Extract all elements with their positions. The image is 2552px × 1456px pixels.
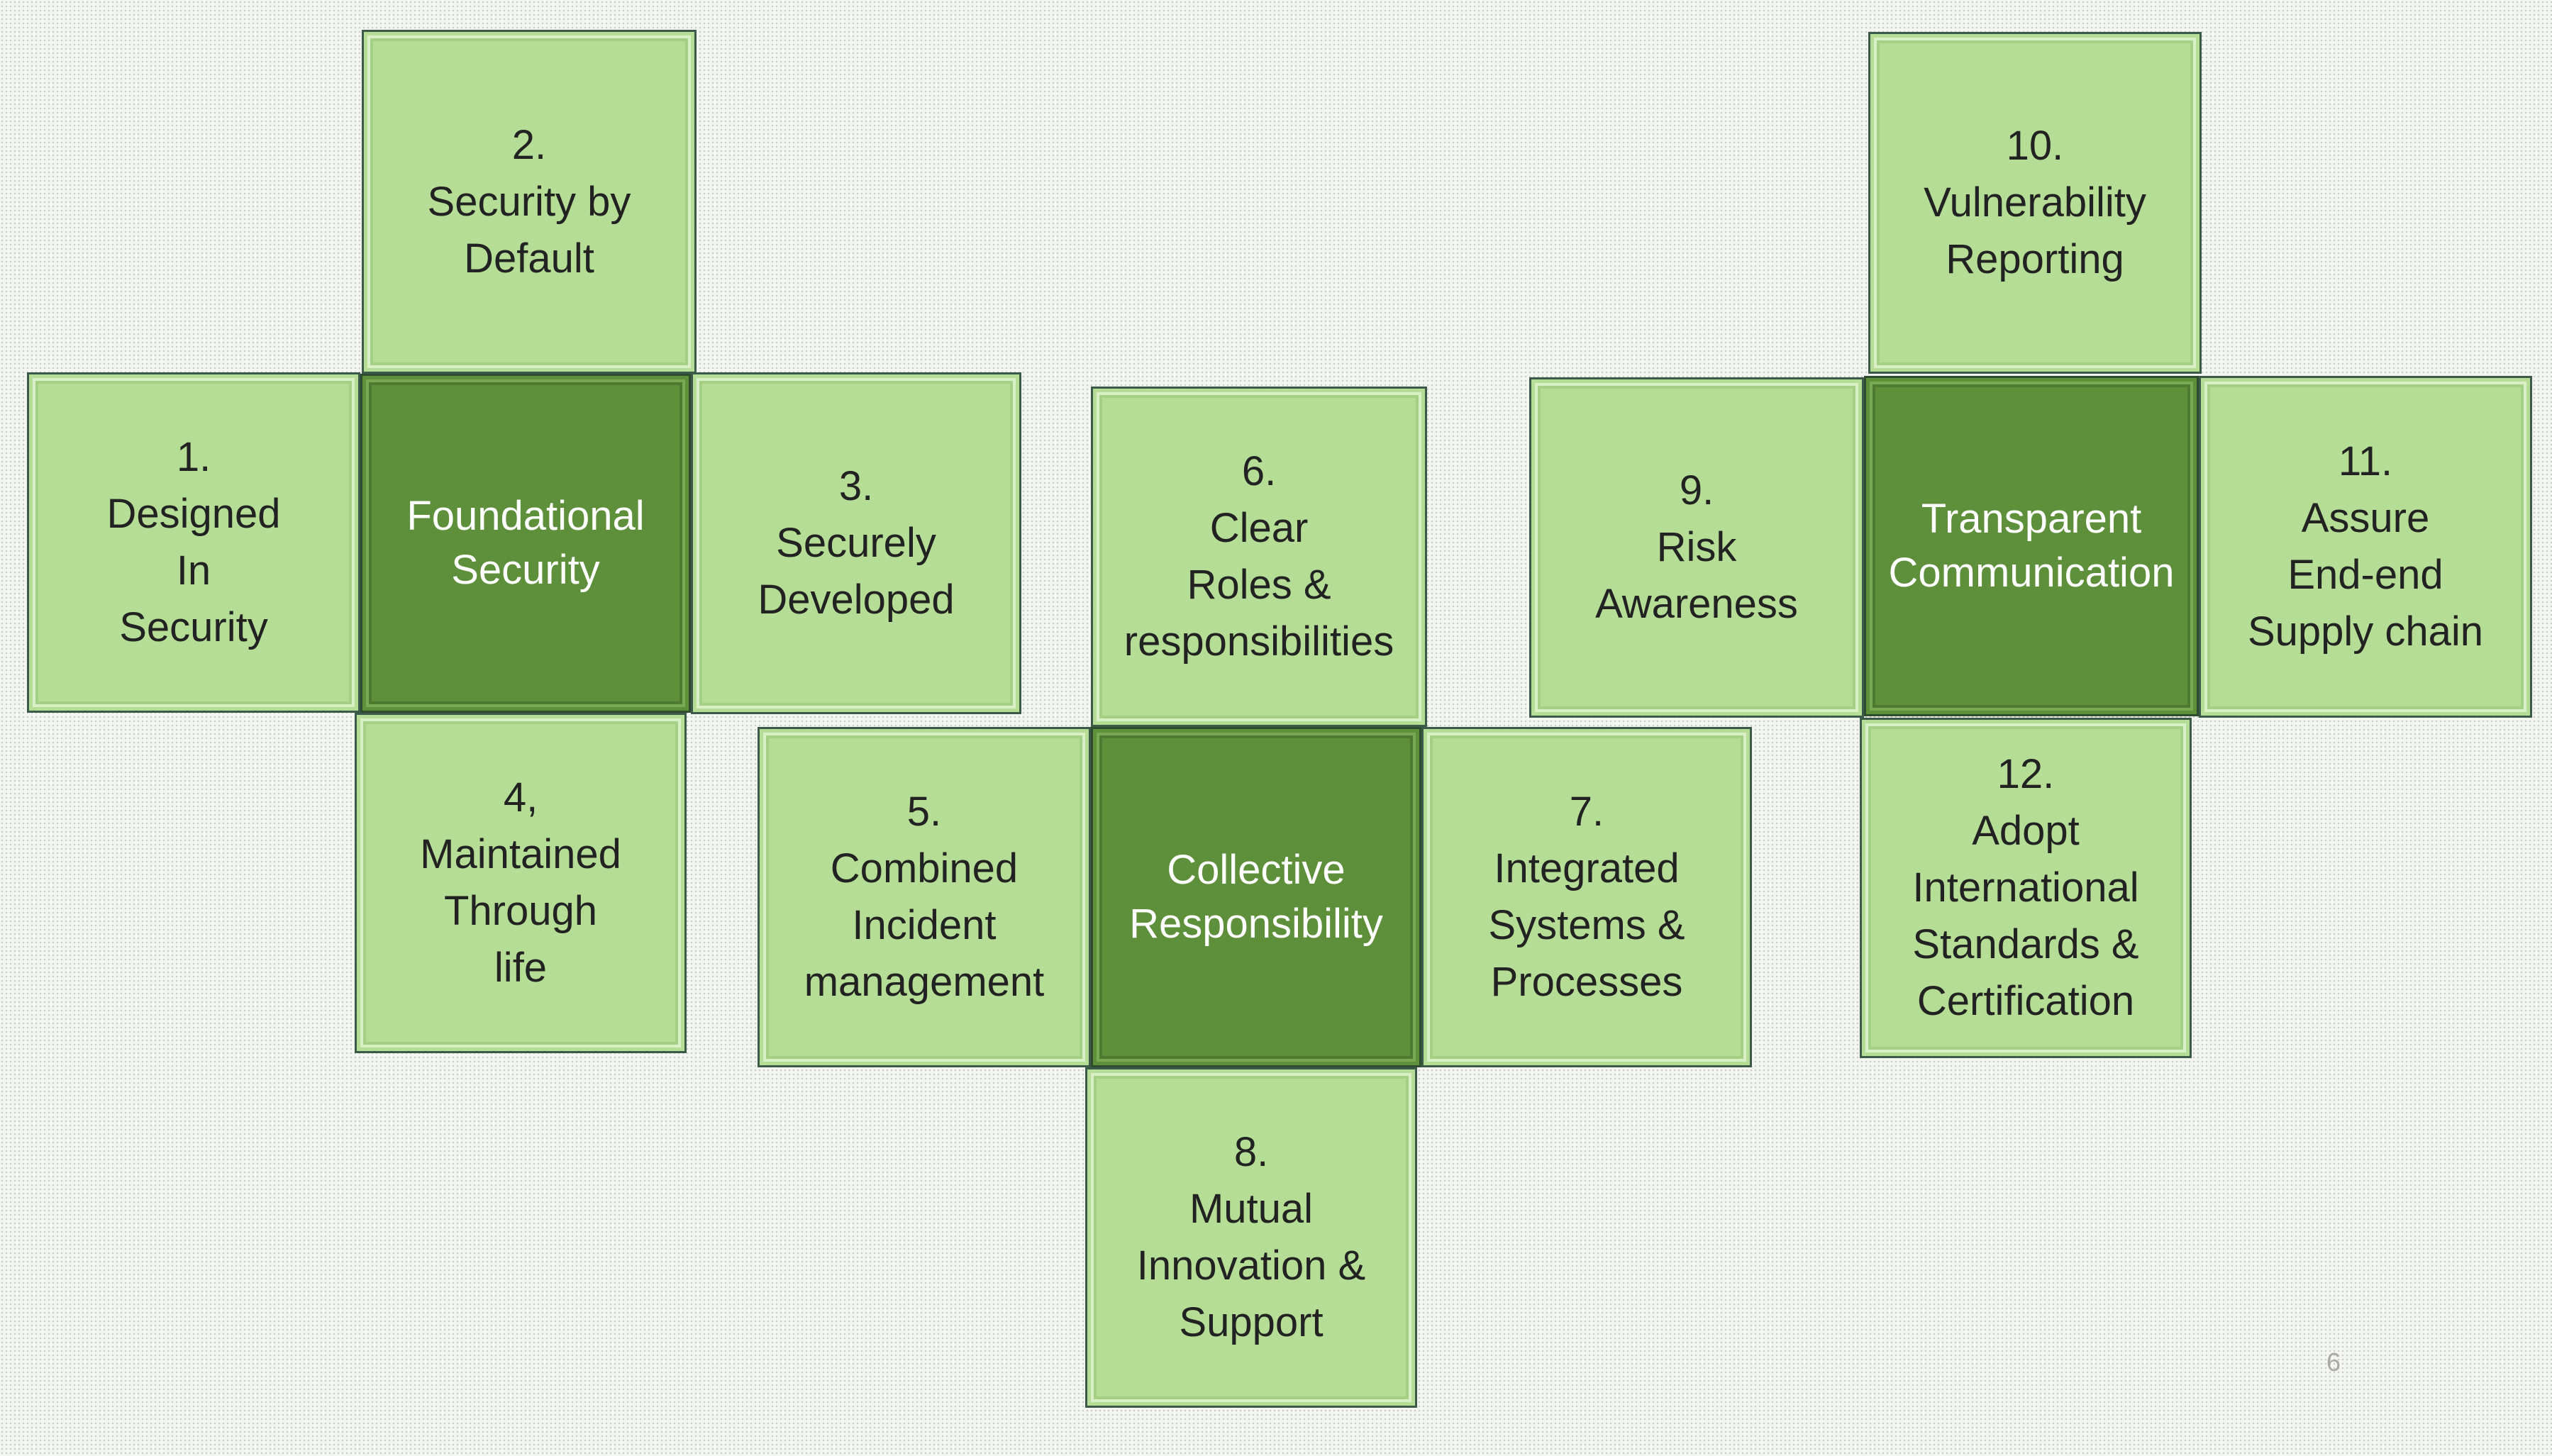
principle-label-2: 2. Security by Default — [427, 121, 631, 282]
core-label-foundational-security: Foundational Security — [406, 493, 645, 593]
principle-tile-1: 1. Designed In Security — [27, 372, 360, 713]
page-number: 6 — [2326, 1347, 2341, 1377]
principle-tile-7: 7. Integrated Systems & Processes — [1421, 727, 1752, 1067]
principle-label-1: 1. Designed In Security — [106, 434, 281, 650]
principle-tile-5: 5. Combined Incident management — [758, 727, 1091, 1067]
principle-label-10: 10. Vulnerability Reporting — [1924, 123, 2146, 282]
principle-label-8: 8. Mutual Innovation & Support — [1136, 1129, 1366, 1345]
core-tile-foundational-security: Foundational Security — [360, 374, 691, 713]
principle-tile-4: 4, Maintained Through life — [355, 713, 687, 1053]
principle-label-7: 7. Integrated Systems & Processes — [1488, 789, 1685, 1005]
principle-tile-8: 8. Mutual Innovation & Support — [1085, 1067, 1417, 1408]
principle-tile-9: 9. Risk Awareness — [1529, 377, 1864, 718]
principle-label-9: 9. Risk Awareness — [1595, 467, 1798, 627]
principle-tile-11: 11. Assure End-end Supply chain — [2199, 376, 2532, 718]
principle-label-12: 12. Adopt International Standards & Cert… — [1912, 751, 2139, 1024]
core-tile-collective-responsibility: Collective Responsibility — [1091, 727, 1421, 1067]
principle-tile-6: 6. Clear Roles & responsibilities — [1091, 387, 1427, 727]
core-label-transparent-communication: Transparent Communication — [1888, 496, 2175, 596]
principle-label-11: 11. Assure End-end Supply chain — [2247, 438, 2484, 655]
core-label-collective-responsibility: Collective Responsibility — [1129, 847, 1383, 947]
principle-label-5: 5. Combined Incident management — [804, 789, 1045, 1005]
principle-label-6: 6. Clear Roles & responsibilities — [1124, 448, 1394, 665]
principle-label-3: 3. Securely Developed — [758, 463, 955, 623]
principle-label-4: 4, Maintained Through life — [420, 774, 621, 991]
core-tile-transparent-communication: Transparent Communication — [1864, 376, 2199, 716]
principle-tile-2: 2. Security by Default — [362, 30, 697, 374]
principle-tile-10: 10. Vulnerability Reporting — [1868, 32, 2202, 374]
principle-tile-3: 3. Securely Developed — [691, 372, 1021, 714]
principle-tile-12: 12. Adopt International Standards & Cert… — [1860, 718, 2192, 1058]
